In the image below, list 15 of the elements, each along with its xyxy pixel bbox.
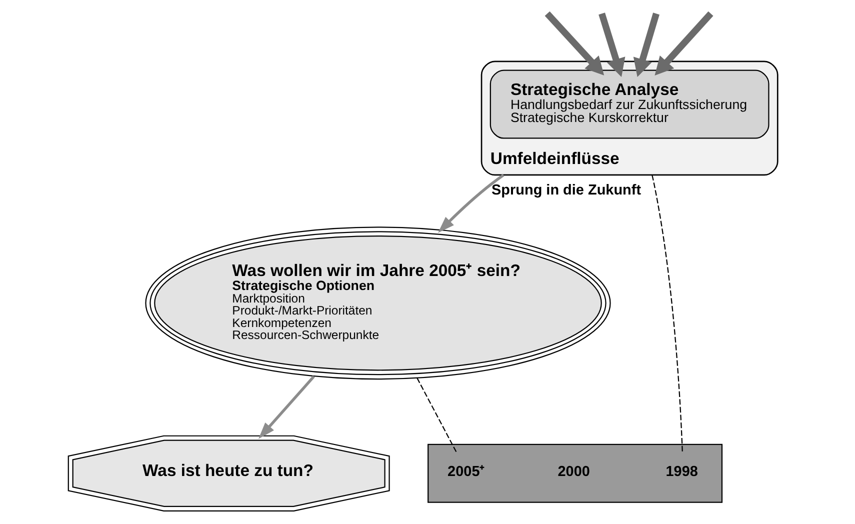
arrow	[544, 11, 604, 76]
node-text: 2005⁺	[448, 464, 485, 480]
node-text: 1998	[666, 464, 698, 480]
connector	[652, 174, 683, 454]
node-box: Strategische Analyse Handlungsbedarf zur Zukunftssicherung Strategische Kurskorrektur	[490, 70, 770, 139]
node-text: 2000	[558, 464, 590, 480]
arrow	[438, 174, 504, 233]
edge-label: Sprung in die Zukunft	[492, 182, 642, 198]
arrow	[633, 12, 660, 78]
arrow	[654, 11, 714, 76]
node-ellipse: Was wollen wir im Jahre 2005⁺ sein? Strategische Optionen Marktposition Produkt-/Markt-Prioritäten Kernkompetenzen Ressourcen-Schwerpunkte	[145, 226, 611, 380]
arrow	[598, 12, 626, 77]
connector	[416, 378, 458, 454]
arrow	[258, 376, 315, 439]
cluster	[428, 444, 723, 503]
